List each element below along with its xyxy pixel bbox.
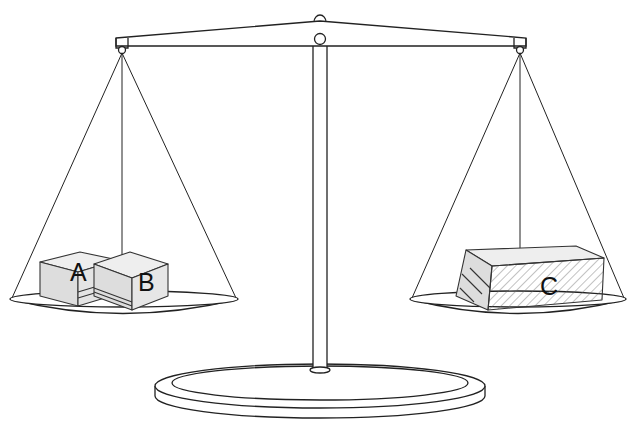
left-hook-ring xyxy=(119,47,126,54)
pivot xyxy=(315,34,326,45)
weight-label: C xyxy=(540,274,558,299)
weight-box: C xyxy=(452,244,608,314)
scale-beam xyxy=(116,21,526,46)
right-hook-ring xyxy=(517,47,524,54)
pan-strings xyxy=(12,53,624,298)
weight-label: A xyxy=(70,260,87,285)
scale-base-rim xyxy=(172,366,468,400)
pole-foot xyxy=(310,367,330,373)
scale-base-top xyxy=(155,364,485,408)
weight-box: B xyxy=(90,248,172,314)
scale-pole xyxy=(313,30,327,370)
box-shape xyxy=(452,244,608,314)
weight-label: B xyxy=(138,270,155,295)
box-shape xyxy=(90,248,172,314)
